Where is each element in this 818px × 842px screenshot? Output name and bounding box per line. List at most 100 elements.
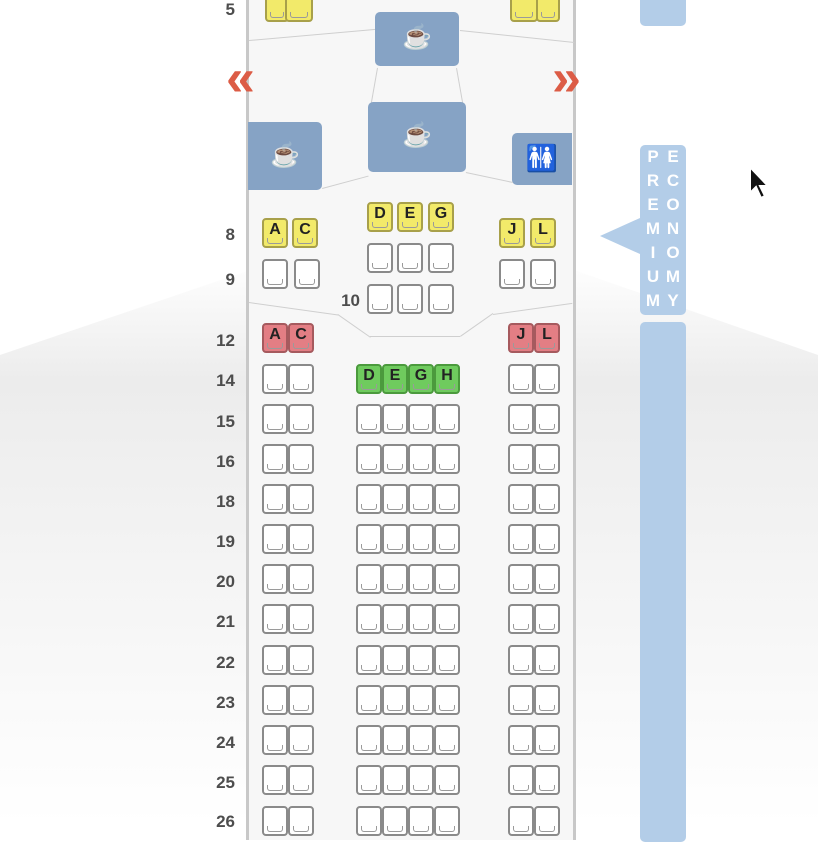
seat-12c[interactable]: C <box>288 323 314 353</box>
seat-23d[interactable] <box>356 685 382 715</box>
seat-18h[interactable] <box>434 484 460 514</box>
seat-23c[interactable] <box>288 685 314 715</box>
seat-12a[interactable]: A <box>262 323 288 353</box>
seat-22d[interactable] <box>356 645 382 675</box>
seat-23a[interactable] <box>262 685 288 715</box>
seat-15e[interactable] <box>382 404 408 434</box>
seat-8a[interactable]: A <box>262 218 288 248</box>
seat-22l[interactable] <box>534 645 560 675</box>
seat-19g[interactable] <box>408 524 434 554</box>
seat-25a[interactable] <box>262 765 288 795</box>
seat-26g[interactable] <box>408 806 434 836</box>
seat-19j[interactable] <box>508 524 534 554</box>
seat-26a[interactable] <box>262 806 288 836</box>
seat-21a[interactable] <box>262 604 288 634</box>
seat-25e[interactable] <box>382 765 408 795</box>
seat-10d[interactable] <box>367 284 393 314</box>
seat-10g[interactable] <box>428 284 454 314</box>
seat-20d[interactable] <box>356 564 382 594</box>
seat-24g[interactable] <box>408 725 434 755</box>
seat-20h[interactable] <box>434 564 460 594</box>
seat-8j[interactable]: J <box>499 218 525 248</box>
seat-15l[interactable] <box>534 404 560 434</box>
seat-21j[interactable] <box>508 604 534 634</box>
seat-9g[interactable] <box>428 243 454 273</box>
seat-24l[interactable] <box>534 725 560 755</box>
seat-20l[interactable] <box>534 564 560 594</box>
seat-9e[interactable] <box>397 243 423 273</box>
seat-21l[interactable] <box>534 604 560 634</box>
seat-23e[interactable] <box>382 685 408 715</box>
seat-14j[interactable] <box>508 364 534 394</box>
seat-19e[interactable] <box>382 524 408 554</box>
seat-21d[interactable] <box>356 604 382 634</box>
seat-8c[interactable]: C <box>292 218 318 248</box>
seat-14c[interactable] <box>288 364 314 394</box>
seat-26d[interactable] <box>356 806 382 836</box>
seat-18g[interactable] <box>408 484 434 514</box>
seat-15g[interactable] <box>408 404 434 434</box>
seat-5l[interactable] <box>536 0 560 22</box>
seat-16g[interactable] <box>408 444 434 474</box>
seat-8l[interactable]: L <box>530 218 556 248</box>
seat-23l[interactable] <box>534 685 560 715</box>
seat-24h[interactable] <box>434 725 460 755</box>
seat-10e[interactable] <box>397 284 423 314</box>
seat-18e[interactable] <box>382 484 408 514</box>
seat-25g[interactable] <box>408 765 434 795</box>
seat-24e[interactable] <box>382 725 408 755</box>
seat-18j[interactable] <box>508 484 534 514</box>
seat-9a[interactable] <box>262 259 288 289</box>
seat-25h[interactable] <box>434 765 460 795</box>
seat-5j[interactable]: J <box>510 0 538 22</box>
seat-18l[interactable] <box>534 484 560 514</box>
seat-21e[interactable] <box>382 604 408 634</box>
seat-25c[interactable] <box>288 765 314 795</box>
seat-9l[interactable] <box>530 259 556 289</box>
seat-18a[interactable] <box>262 484 288 514</box>
seat-16j[interactable] <box>508 444 534 474</box>
seat-21h[interactable] <box>434 604 460 634</box>
seat-23h[interactable] <box>434 685 460 715</box>
seat-15d[interactable] <box>356 404 382 434</box>
seat-26l[interactable] <box>534 806 560 836</box>
seat-26j[interactable] <box>508 806 534 836</box>
seat-25j[interactable] <box>508 765 534 795</box>
seat-14h[interactable]: H <box>434 364 460 394</box>
seat-20e[interactable] <box>382 564 408 594</box>
seat-8d[interactable]: D <box>367 202 393 232</box>
seat-24c[interactable] <box>288 725 314 755</box>
seat-14d[interactable]: D <box>356 364 382 394</box>
seat-16h[interactable] <box>434 444 460 474</box>
seat-22j[interactable] <box>508 645 534 675</box>
seat-23j[interactable] <box>508 685 534 715</box>
seat-21c[interactable] <box>288 604 314 634</box>
seat-22c[interactable] <box>288 645 314 675</box>
seat-20a[interactable] <box>262 564 288 594</box>
seat-14a[interactable] <box>262 364 288 394</box>
seat-8g[interactable]: G <box>428 202 454 232</box>
seat-18d[interactable] <box>356 484 382 514</box>
seat-16l[interactable] <box>534 444 560 474</box>
seat-22a[interactable] <box>262 645 288 675</box>
seat-19d[interactable] <box>356 524 382 554</box>
seat-20j[interactable] <box>508 564 534 594</box>
seat-19a[interactable] <box>262 524 288 554</box>
seat-9d[interactable] <box>367 243 393 273</box>
seat-18c[interactable] <box>288 484 314 514</box>
seat-19h[interactable] <box>434 524 460 554</box>
seat-16d[interactable] <box>356 444 382 474</box>
seat-12j[interactable]: J <box>508 323 534 353</box>
seat-20c[interactable] <box>288 564 314 594</box>
seat-8e[interactable]: E <box>397 202 423 232</box>
seat-16c[interactable] <box>288 444 314 474</box>
seat-9c[interactable] <box>294 259 320 289</box>
seat-24a[interactable] <box>262 725 288 755</box>
seat-21g[interactable] <box>408 604 434 634</box>
seat-14l[interactable] <box>534 364 560 394</box>
seat-24d[interactable] <box>356 725 382 755</box>
seat-24j[interactable] <box>508 725 534 755</box>
seat-19l[interactable] <box>534 524 560 554</box>
seat-14g[interactable]: G <box>408 364 434 394</box>
seat-25l[interactable] <box>534 765 560 795</box>
